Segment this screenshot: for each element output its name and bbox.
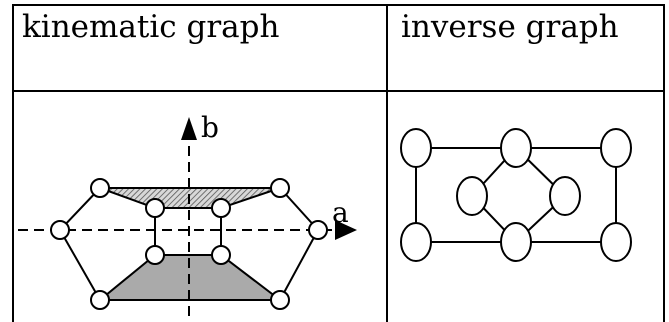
graph-node [400,128,432,168]
graph-node [308,220,328,240]
graph-node [600,222,632,262]
table-border-top [12,4,665,6]
graph-node [600,128,632,168]
table-border-left [12,4,14,322]
axis-b-label: b [201,111,219,144]
graph-node [211,198,231,218]
graph-node [400,222,432,262]
kinematic-graph-diagram: a b [18,111,357,316]
graph-node [270,178,290,198]
inverse-graph-diagram [400,128,632,262]
graph-node [549,176,581,216]
header-inverse-graph: inverse graph [401,9,619,45]
graph-node [456,176,488,216]
table-column-divider [386,4,388,322]
graph-node [211,245,231,265]
graph-node [145,245,165,265]
graph-node [50,220,70,240]
graph-node [90,178,110,198]
graph-node [500,128,532,168]
graph-node [500,222,532,262]
table-row-divider [12,90,665,92]
graph-node [90,290,110,310]
axis-a-label: a [332,196,349,229]
axis-a-arrowhead [335,220,357,240]
axis-b-arrowhead [181,117,197,140]
table-border-right [663,4,665,322]
graph-node [145,198,165,218]
graph-node [270,290,290,310]
header-kinematic-graph: kinematic graph [22,9,280,45]
